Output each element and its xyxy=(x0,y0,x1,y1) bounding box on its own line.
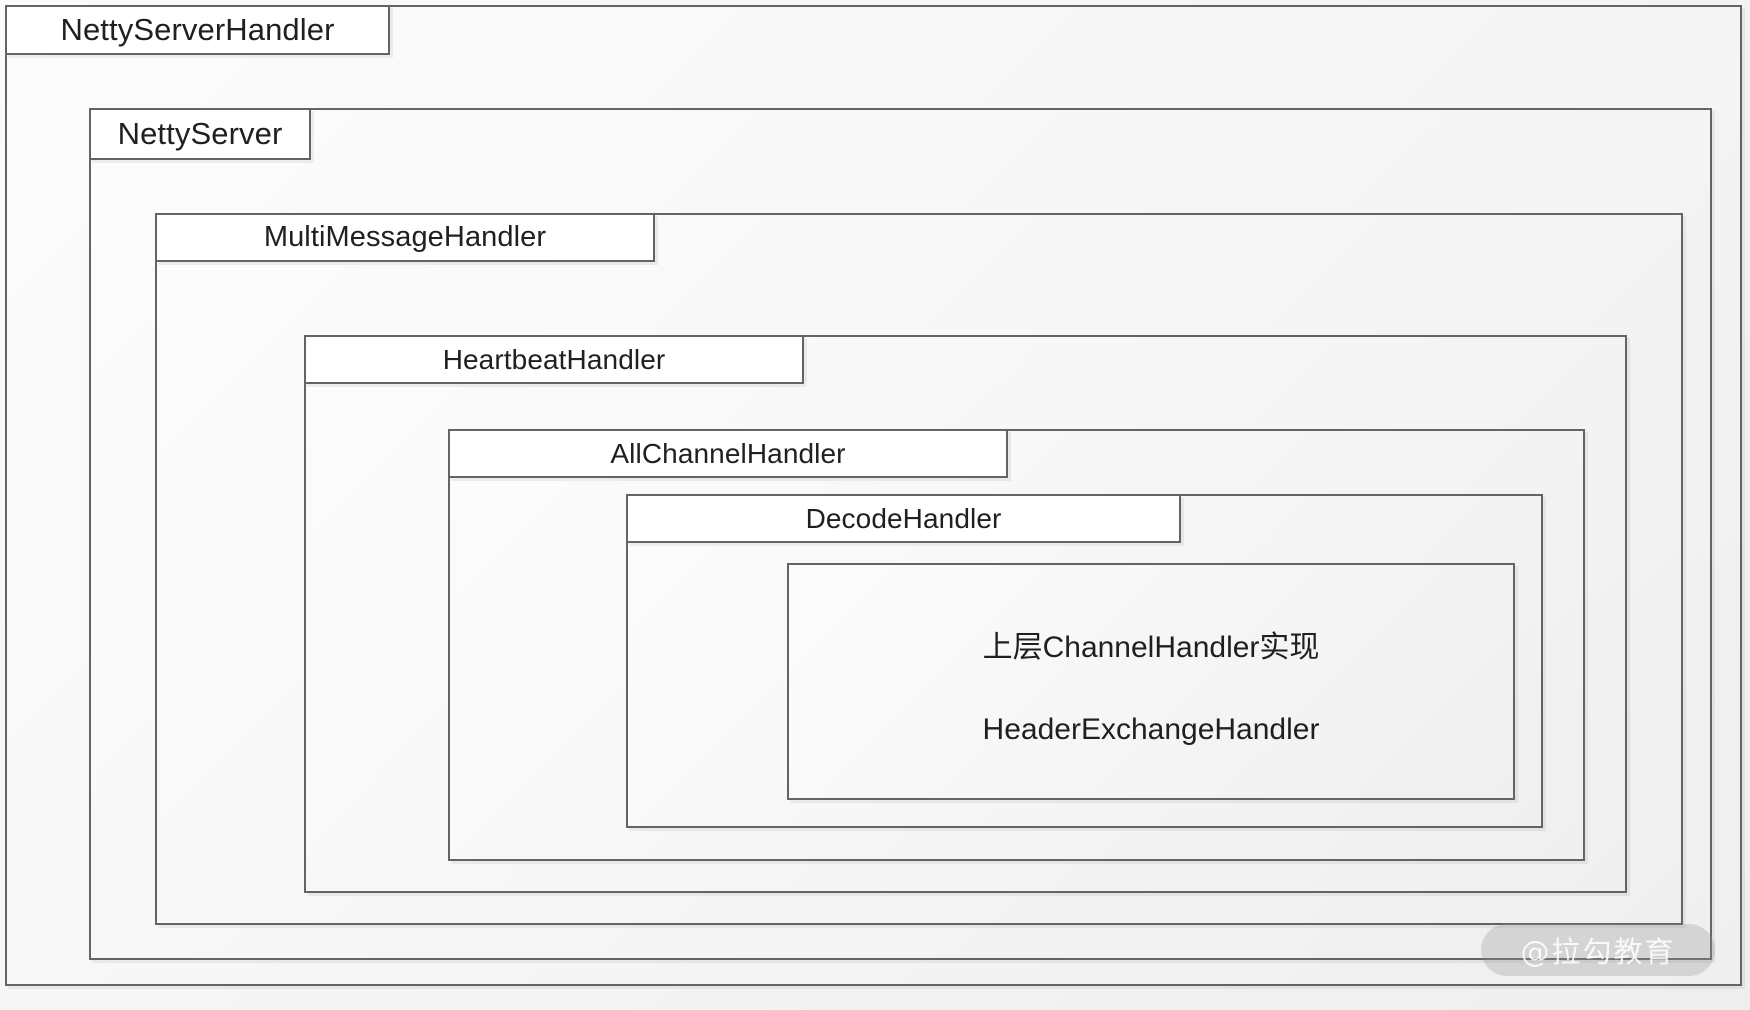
layer-title-multi-message-handler: MultiMessageHandler xyxy=(155,213,655,262)
layer-title-label: DecodeHandler xyxy=(805,502,1002,534)
inner-box-line-chinese: 上层ChannelHandler实现 xyxy=(982,631,1320,664)
layer-title-label: MultiMessageHandler xyxy=(263,221,547,253)
layer-title-label: NettyServer xyxy=(117,116,283,151)
layer-title-label: NettyServerHandler xyxy=(60,12,335,47)
layer-title-netty-server-handler: NettyServerHandler xyxy=(5,5,390,55)
layer-title-decode-handler: DecodeHandler xyxy=(626,494,1181,543)
inner-box-upper-channel-handler: 上层ChannelHandler实现 HeaderExchangeHandler xyxy=(787,563,1515,800)
inner-box-line-header-exchange-handler: HeaderExchangeHandler xyxy=(982,713,1320,746)
layer-title-all-channel-handler: AllChannelHandler xyxy=(448,429,1008,478)
watermark-text: @拉勾教育 xyxy=(1520,935,1676,969)
layer-title-heartbeat-handler: HeartbeatHandler xyxy=(304,335,804,384)
watermark-badge: @拉勾教育 xyxy=(1481,924,1715,976)
layer-title-netty-server: NettyServer xyxy=(89,108,311,160)
layer-title-label: HeartbeatHandler xyxy=(442,343,666,375)
layer-title-label: AllChannelHandler xyxy=(610,437,846,469)
